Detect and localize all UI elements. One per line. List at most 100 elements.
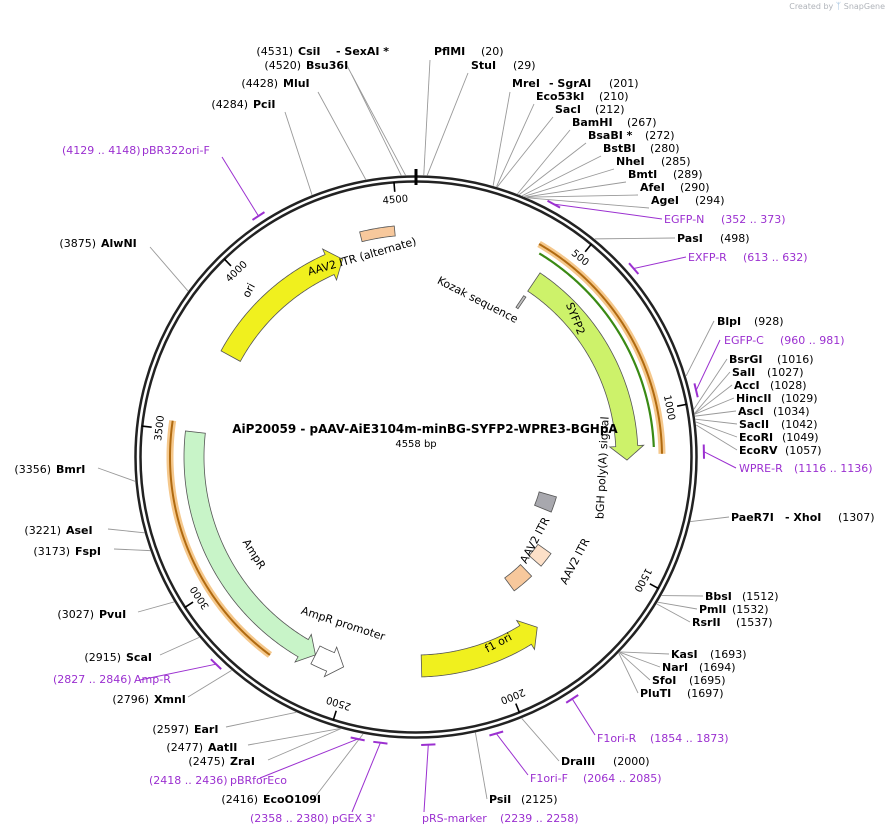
site-stui[interactable]: StuI(29): [471, 59, 536, 72]
site-position: (272): [645, 129, 675, 142]
site-xmni[interactable]: (2796)XmnI: [112, 693, 185, 706]
primer-pgex-3[interactable]: (2358 .. 2380)pGEX 3': [250, 812, 376, 825]
primer-mark: [373, 740, 388, 745]
site-position: (2000): [613, 755, 650, 768]
site-position: (4520): [264, 59, 301, 72]
site-mrei[interactable]: MreI- SgrAI(201): [512, 77, 639, 90]
site-nari[interactable]: NarI(1694): [662, 661, 736, 674]
primer-pbrforeco[interactable]: (2418 .. 2436)pBRforEco: [149, 774, 287, 787]
primer-exfp-r[interactable]: EXFP-R(613 .. 632): [688, 251, 808, 264]
site-acci[interactable]: AccI(1028): [734, 379, 807, 392]
site-name: BmrI: [56, 463, 85, 476]
site-aatii[interactable]: (2477)AatII: [166, 741, 237, 754]
primer-mark: [350, 736, 365, 742]
primer-leader: [259, 738, 358, 779]
site-rsrii[interactable]: RsrII(1537): [692, 616, 773, 629]
site-paer7i[interactable]: PaeR7I- XhoI(1307): [731, 511, 875, 524]
feature-f1-ori[interactable]: [420, 619, 538, 678]
site-mlui[interactable]: (4428)MluI: [241, 77, 309, 90]
feature-bgh-poly-a-signal[interactable]: [534, 491, 557, 513]
feature-ori[interactable]: [220, 248, 344, 362]
site-alwni[interactable]: (3875)AlwNI: [59, 237, 136, 250]
site-name: BstBI: [603, 142, 636, 155]
site-position: (3173): [33, 545, 70, 558]
features-layer: [166, 225, 666, 678]
primer-egfp-n[interactable]: EGFP-N (352 .. 373): [664, 213, 786, 226]
site-bsu36i[interactable]: (4520)Bsu36I: [264, 59, 348, 72]
primer-wpre-r[interactable]: WPRE-R(1116 .. 1136): [739, 462, 873, 475]
site-ecori[interactable]: EcoRI(1049): [739, 431, 819, 444]
tick-mark: [184, 601, 194, 609]
primer-f1ori-r[interactable]: F1ori-R(1854 .. 1873): [597, 732, 729, 745]
feature-aav2-itr[interactable]: [504, 564, 533, 592]
site-bmti[interactable]: BmtI(289): [628, 168, 703, 181]
site-hincii[interactable]: HincII (1029): [736, 392, 818, 405]
site-position: (3221): [24, 524, 61, 537]
leader-line: [517, 129, 571, 195]
primer-range: (352 .. 373): [721, 213, 786, 226]
site-bsabi[interactable]: BsaBI *(272): [588, 129, 675, 142]
site-position: (1512): [742, 590, 779, 603]
feature-ampr-promoter[interactable]: [310, 645, 345, 678]
site-bstbi[interactable]: BstBI(280): [603, 142, 680, 155]
primer-egfp-c[interactable]: EGFP-C(960 .. 981): [724, 334, 845, 347]
site-ecoo109i[interactable]: (2416)EcoO109I: [221, 793, 321, 806]
site-position: (1029): [781, 392, 818, 405]
site-eco53ki[interactable]: Eco53kI(210): [536, 90, 629, 103]
site-blpi[interactable]: BlpI (928): [717, 315, 784, 328]
site-scai[interactable]: (2915)ScaI: [84, 651, 152, 664]
site-name: HincII: [736, 392, 772, 405]
site-pmli[interactable]: PmlI(1532): [699, 603, 769, 616]
site-name: XmnI: [154, 693, 186, 706]
primer-amp-r[interactable]: (2827 .. 2846)Amp-R: [53, 673, 171, 686]
primer-name: EGFP-N: [664, 213, 704, 226]
site-sacii[interactable]: SacII(1042): [739, 418, 818, 431]
site-pcii[interactable]: (4284)PciI: [211, 98, 275, 111]
site-ecorv[interactable]: EcoRV(1057): [739, 444, 822, 457]
site-asei[interactable]: (3221)AseI: [24, 524, 92, 537]
site-bmri[interactable]: (3356)BmrI: [14, 463, 85, 476]
site-psii[interactable]: PsiI(2125): [489, 793, 558, 806]
site-nhei[interactable]: NheI(285): [616, 155, 691, 168]
primer-pbr322ori-f[interactable]: (4129 .. 4148)pBR322ori-F: [62, 144, 210, 157]
site-asci[interactable]: AscI(1034): [738, 405, 810, 418]
site-name: BbsI: [705, 590, 732, 603]
site-zrai[interactable]: (2475)ZraI: [188, 755, 255, 768]
site-pflmi[interactable]: PflMI(20): [434, 45, 504, 58]
site-sfoi[interactable]: SfoI(1695): [652, 674, 726, 687]
feature-kozak-sequence[interactable]: [515, 295, 527, 310]
primer-prs-marker[interactable]: pRS-marker(2239 .. 2258): [422, 812, 579, 825]
site-bbsi[interactable]: BbsI (1512): [705, 590, 779, 603]
site-pasi[interactable]: PasI(498): [677, 232, 750, 245]
site-afei[interactable]: AfeI(290): [640, 181, 710, 194]
leader-line: [423, 59, 431, 176]
primer-range: (4129 .. 4148): [62, 144, 141, 157]
site-position: (3027): [57, 608, 94, 621]
site-name: BlpI: [717, 315, 741, 328]
site-draiii[interactable]: DraIII(2000): [561, 755, 650, 768]
site-agei[interactable]: AgeI(294): [651, 194, 725, 207]
site-bsrgi[interactable]: BsrGI(1016): [729, 353, 814, 366]
feature-ampr[interactable]: [183, 430, 316, 663]
leader-line: [619, 651, 670, 655]
feature-aav2-itr-alternate-[interactable]: [359, 225, 396, 243]
site-eari[interactable]: (2597)EarI: [152, 723, 218, 736]
site-saci[interactable]: SacI(212): [555, 103, 625, 116]
site-bamhi[interactable]: BamHI(267): [572, 116, 657, 129]
site-csii[interactable]: (4531)CsiI- SexAI *: [256, 45, 389, 58]
site-position: (928): [754, 315, 784, 328]
primer-mark: [421, 743, 436, 746]
site-pluti[interactable]: PluTI(1697): [640, 687, 724, 700]
site-name: AccI: [734, 379, 760, 392]
site-sali[interactable]: SalI(1027): [732, 366, 804, 379]
site-position: (4284): [211, 98, 248, 111]
site-fspi[interactable]: (3173)FspI: [33, 545, 101, 558]
site-position: (29): [513, 59, 536, 72]
feature-aav2-itr[interactable]: [528, 543, 552, 567]
site-kasi[interactable]: KasI(1693): [671, 648, 747, 661]
primer-f1ori-f[interactable]: F1ori-F(2064 .. 2085): [530, 772, 662, 785]
site-pvui[interactable]: (3027)PvuI: [57, 608, 126, 621]
feature-syfp2[interactable]: [527, 272, 645, 461]
site-position: (1693): [710, 648, 747, 661]
